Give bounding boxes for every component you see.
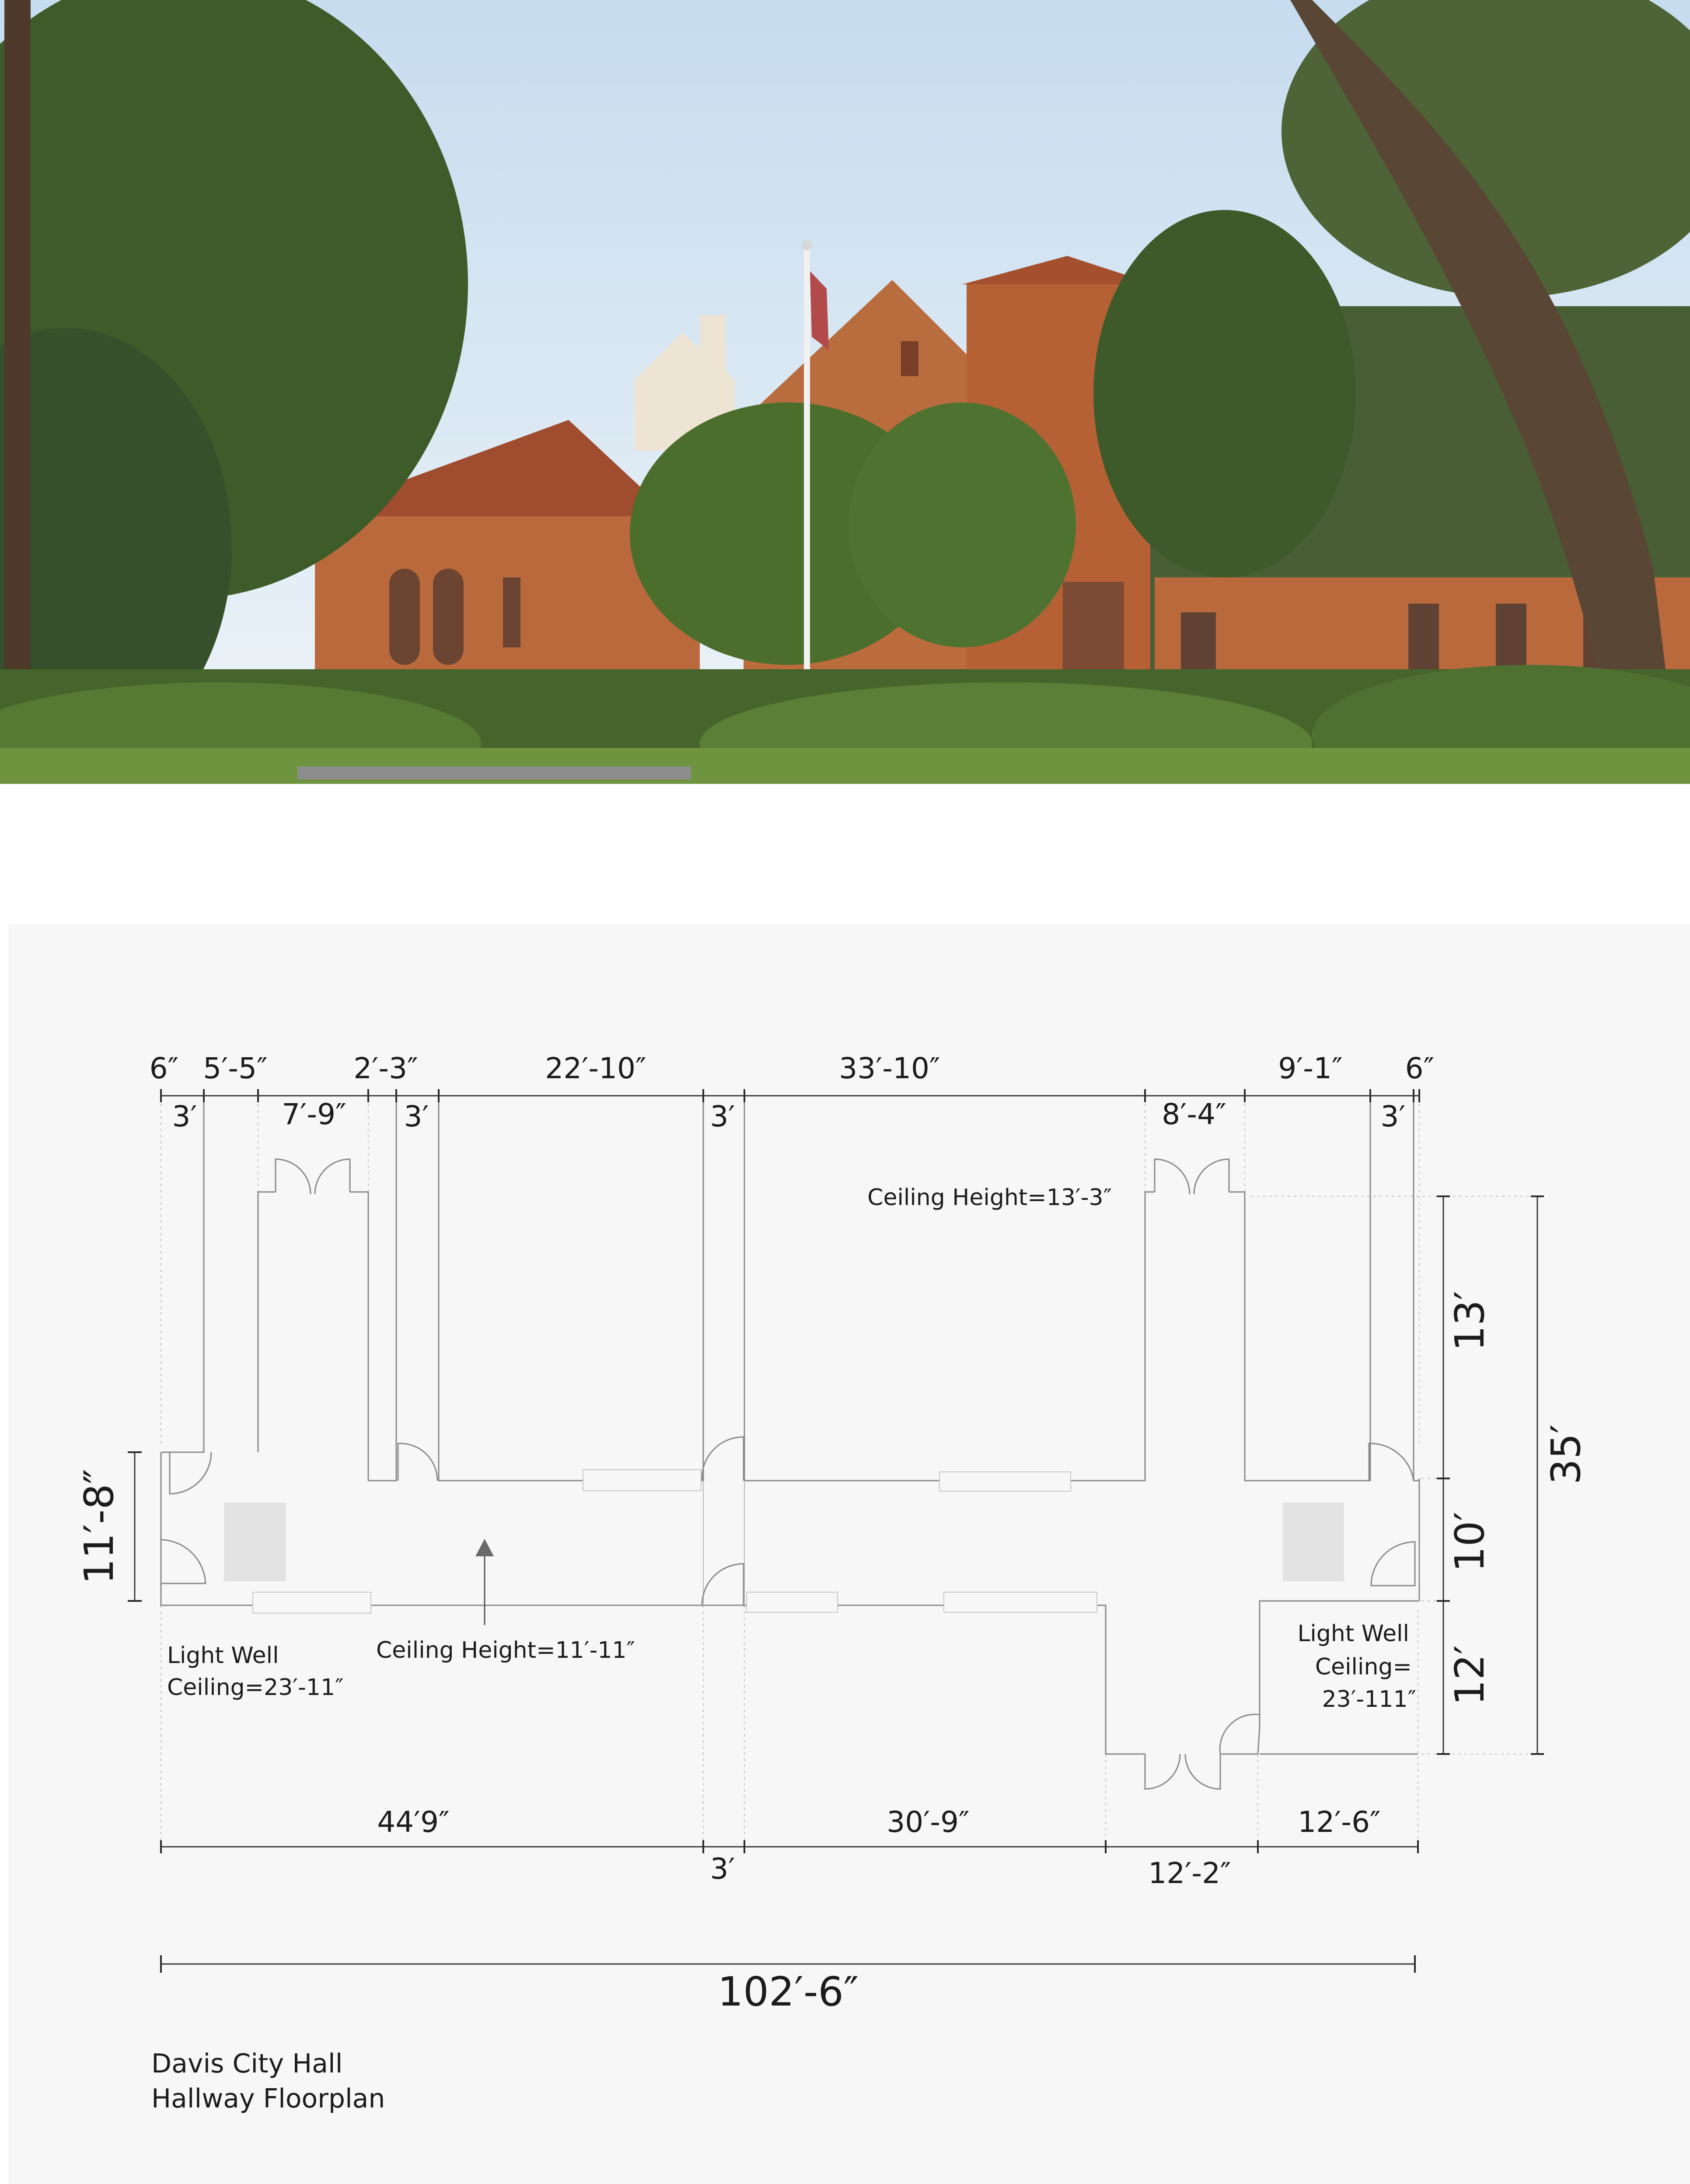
floorplan-panel bbox=[8, 924, 1690, 2184]
ceiling-arrow bbox=[475, 1539, 494, 1625]
dim-bottom-2: 30′-9″ bbox=[887, 1805, 969, 1839]
dim-top-2: 5′-5″ bbox=[203, 1052, 267, 1085]
dim-top-lower-4: 3′ bbox=[710, 1100, 735, 1133]
caption-title: Davis City Hall bbox=[151, 2048, 342, 2079]
flag bbox=[810, 271, 829, 350]
dim-top-lower-2: 7′-9″ bbox=[282, 1097, 346, 1131]
top-dims-upper: 6″ 5′-5″ 2′-3″ 22′-10″ 33′-10″ 9′-1″ 6″ bbox=[150, 1052, 1435, 1085]
dim-right-total: 35′ bbox=[1543, 1424, 1589, 1485]
caption: Davis City Hall Hallway Floorplan bbox=[151, 2048, 385, 2114]
ceiling-note-top: Ceiling Height=13′-3″ bbox=[867, 1185, 1112, 1211]
light-well-right bbox=[1283, 1503, 1344, 1581]
dim-bottom-lower-2: 12′-2″ bbox=[1148, 1856, 1231, 1890]
top-dimension-line bbox=[160, 1089, 1420, 1102]
left-dimension-line bbox=[128, 1451, 142, 1602]
dim-top-lower-1: 3′ bbox=[172, 1100, 197, 1133]
dim-top-lower-6: 3′ bbox=[1381, 1100, 1406, 1133]
dim-top-5: 33′-10″ bbox=[839, 1052, 940, 1085]
ceiling-note-hall: Ceiling Height=11′-11″ bbox=[376, 1637, 635, 1663]
light-well-note-right: Light Well Ceiling= 23′-111″ bbox=[1297, 1621, 1416, 1712]
doors bbox=[161, 1158, 1416, 1790]
dim-top-3: 2′-3″ bbox=[353, 1052, 418, 1085]
dim-bottom-1: 44′9″ bbox=[377, 1805, 450, 1839]
dim-right-3: 12′ bbox=[1446, 1645, 1493, 1705]
dim-top-lower-5: 8′-4″ bbox=[1162, 1097, 1226, 1131]
light-well-left bbox=[224, 1503, 286, 1581]
bottom-dimension-line bbox=[160, 1840, 1419, 1973]
svg-text:Ceiling=: Ceiling= bbox=[1315, 1654, 1412, 1680]
dim-top-1: 6″ bbox=[150, 1052, 179, 1085]
svg-text:23′-111″: 23′-111″ bbox=[1322, 1686, 1416, 1712]
dim-total-width: 102′-6″ bbox=[718, 1968, 859, 2015]
bottom-dims: 44′9″ 30′-9″ 12′-6″ 3′ 12′-2″ bbox=[377, 1805, 1381, 1890]
dim-top-7: 6″ bbox=[1405, 1052, 1435, 1085]
roof-left-wing bbox=[306, 420, 700, 547]
right-dimension-line bbox=[1437, 1195, 1544, 1755]
caption-subtitle: Hallway Floorplan bbox=[151, 2083, 385, 2114]
dim-top-4: 22′-10″ bbox=[545, 1052, 646, 1085]
svg-text:Light Well: Light Well bbox=[1297, 1621, 1409, 1647]
windows bbox=[252, 1469, 1097, 1614]
dim-right-1: 13′ bbox=[1446, 1291, 1493, 1351]
svg-text:Light Well: Light Well bbox=[167, 1642, 279, 1669]
dim-top-lower-3: 3′ bbox=[404, 1100, 429, 1133]
tower-roof bbox=[962, 256, 1155, 284]
dim-right-2: 10′ bbox=[1446, 1512, 1493, 1572]
dim-bottom-lower-1: 3′ bbox=[710, 1852, 735, 1886]
dim-top-6: 9′-1″ bbox=[1278, 1052, 1342, 1085]
building-photo bbox=[0, 0, 1690, 784]
lawn bbox=[0, 748, 1690, 784]
right-dims: 13′ 10′ 12′ 35′ bbox=[1446, 1291, 1589, 1705]
central-gable bbox=[744, 280, 1032, 420]
flagpole bbox=[804, 245, 810, 717]
light-well-note-left: Light Well Ceiling=23′-11″ bbox=[167, 1642, 344, 1701]
dim-left: 11′-8″ bbox=[76, 1469, 122, 1584]
top-dims-lower: 3′ 7′-9″ 3′ 3′ 8′-4″ 3′ bbox=[172, 1097, 1406, 1133]
walls bbox=[160, 1098, 1420, 1755]
dim-bottom-3: 12′-6″ bbox=[1298, 1805, 1380, 1839]
svg-text:Ceiling=23′-11″: Ceiling=23′-11″ bbox=[167, 1674, 344, 1701]
